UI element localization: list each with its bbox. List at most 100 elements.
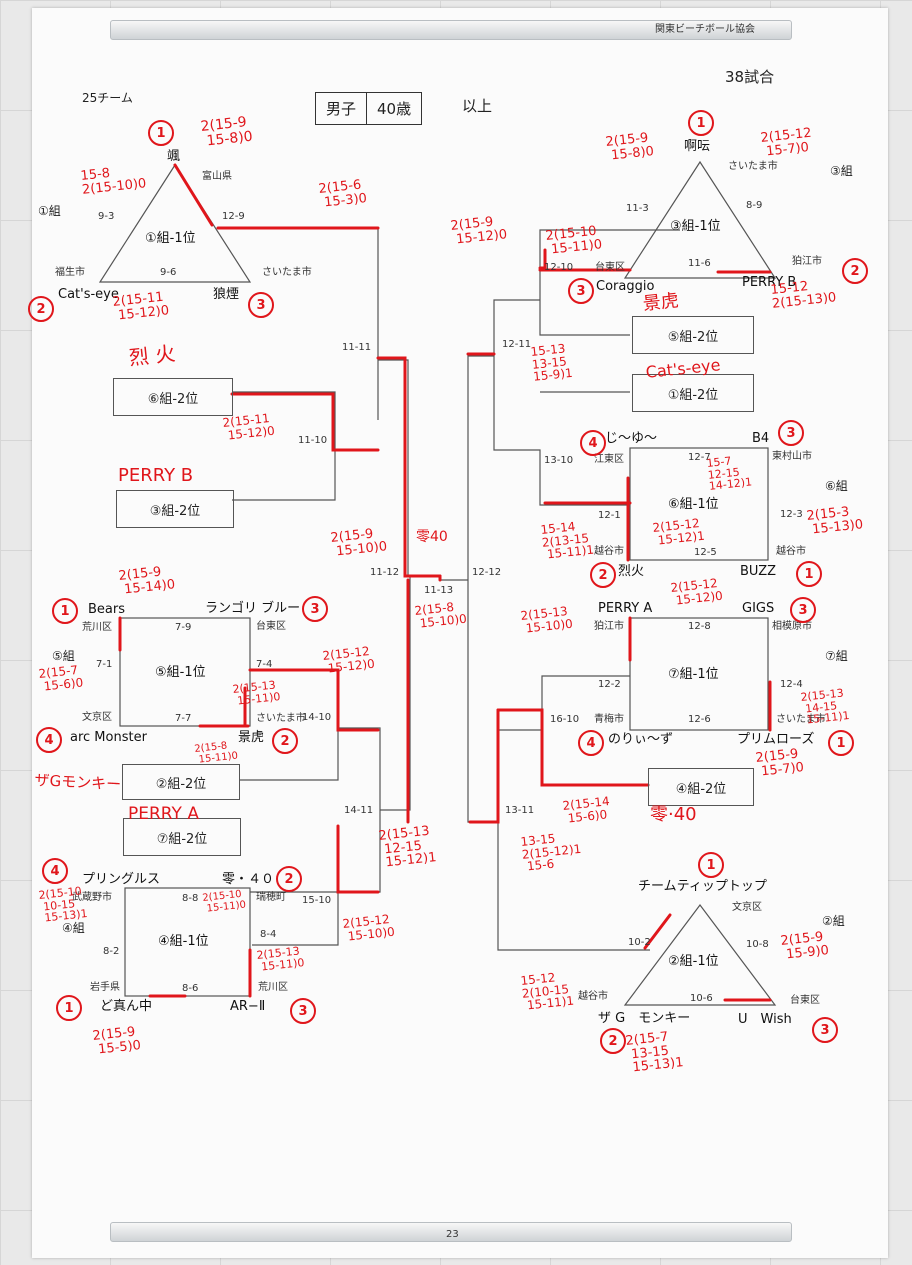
hw-score: 2(15-7 13-15 15-13)1 (624, 1029, 685, 1077)
g5-tl-city: 荒川区 (82, 622, 112, 633)
g4-tl-team: プリングルス (82, 872, 161, 887)
g1-left-city: 福生市 (55, 267, 85, 278)
gender-label: 男子 (316, 93, 368, 124)
g6-bl-team: 烈火 (618, 564, 645, 579)
match-id: 12-1 (598, 510, 621, 521)
g3-right-team: PERRY B (742, 275, 797, 290)
age-suffix: 以上 (462, 97, 493, 115)
rank-circle: 3 (790, 597, 816, 623)
group2-label: ②組 (822, 914, 845, 928)
rank-circle: 1 (148, 120, 174, 146)
match-id: 12-2 (598, 679, 621, 690)
g4-bl-team: ど真ん中 (100, 999, 153, 1014)
g2-left-team: ザ G モンキー (598, 1011, 691, 1026)
hw-score: 2(15-9 15-8)0 (604, 130, 655, 164)
group4-first-box: ④組-1位 (158, 934, 209, 949)
hw-team-rekka: 烈 火 (127, 341, 177, 370)
g3-left-team: Coraggio (596, 279, 655, 294)
rank-circle: 3 (778, 420, 804, 446)
group4-second-box: ④組-2位 (648, 768, 754, 806)
hw-score: 2(15-9 15-12)0 (449, 214, 508, 248)
hw-score: 2(15-7 15-6)0 (37, 662, 84, 694)
group3-second-box: ③組-2位 (116, 490, 234, 528)
g4-tr-team: 零・４０ (222, 872, 275, 887)
hw-team-perrya: PERRY A (128, 804, 199, 824)
hw-score: 2(15-3 15-13)0 (805, 504, 864, 538)
match-id: 7-1 (96, 659, 113, 670)
hw-score: 2(15-14 15-6)0 (561, 794, 611, 826)
match-id: 9-6 (160, 267, 177, 278)
rank-circle: 2 (842, 258, 868, 284)
match-id: 14-10 (302, 712, 332, 723)
hw-score: 13-15 2(15-12)1 15-6 (519, 831, 582, 874)
g7-tr-team: GIGS (742, 601, 775, 616)
rank-circle: 1 (56, 995, 82, 1021)
g3-right-city: 狛江市 (792, 256, 822, 267)
match-id: 12-4 (780, 679, 803, 690)
group6-label: ⑥組 (825, 479, 848, 493)
rank-circle: 4 (42, 858, 68, 884)
rank-circle: 1 (52, 598, 78, 624)
hw-score: 15-12 2(10-15 15-11)1 (519, 970, 575, 1013)
g5-br-city: さいたま市 (256, 713, 306, 724)
hw-score: 2(15-10 10-15 15-13)1 (37, 884, 89, 925)
match-id: 8-4 (260, 929, 277, 940)
match-id: 8-6 (182, 983, 199, 994)
hw-score: 2(15-13 15-11)0 (255, 944, 305, 974)
g1-right-city: さいたま市 (262, 267, 312, 278)
hw-score: 2(15-9 15-10)0 (329, 526, 388, 560)
match-id: 11-11 (342, 342, 372, 353)
group2-first-box: ②組-1位 (668, 954, 719, 969)
match-id: 14-11 (344, 805, 374, 816)
g4-tl-city: 武蔵野市 (72, 892, 112, 903)
g4-tr-city: 瑞穂町 (256, 892, 286, 903)
g5-br-team: 景虎 (238, 730, 265, 745)
g1-left-team: Cat's-eye (58, 287, 119, 302)
hw-score: 15-14 2(13-15 15-11)1 (539, 519, 595, 562)
hw-score: 2(15-10 15-11)0 (544, 223, 603, 258)
hw-score: 2(15-12 15-12)0 (669, 576, 724, 608)
g7-bl-team: のりぃ〜ず (608, 732, 674, 747)
group5-second-box: ⑤組-2位 (632, 316, 754, 354)
group5-first-box: ⑤組-1位 (155, 665, 206, 680)
g5-tr-city: 台東区 (256, 621, 286, 632)
match-id: 11-10 (298, 435, 328, 446)
g4-bl-city: 岩手県 (90, 982, 120, 993)
match-id: 12-3 (780, 509, 803, 520)
g1-top-team: 颯 (167, 149, 181, 164)
hw-score: 2(15-10 15-11)0 (201, 888, 247, 915)
match-id: 12-11 (502, 339, 532, 350)
rank-circle: 2 (276, 866, 302, 892)
match-id: 12-12 (472, 567, 502, 578)
g7-br-team: プリムローズ (737, 732, 815, 747)
match-id: 10-6 (690, 993, 713, 1004)
group1-second-box: ①組-2位 (632, 374, 754, 412)
g6-br-team: BUZZ (740, 564, 777, 579)
hw-score: 2(15-12 15-12)1 (651, 516, 706, 548)
hw-score: 15-13 13-15 15-9)1 (529, 341, 574, 384)
match-id: 12-5 (694, 547, 717, 558)
match-id: 13-11 (505, 805, 535, 816)
bottom-clip (110, 1222, 792, 1242)
rank-circle: 4 (36, 727, 62, 753)
age-label: 40歳 (377, 100, 412, 118)
rank-circle: 1 (828, 730, 854, 756)
g1-right-team: 狼煙 (213, 287, 240, 302)
g3-top-city: さいたま市 (728, 161, 778, 172)
rank-circle: 3 (568, 278, 594, 304)
g4-br-team: AR−Ⅱ (230, 999, 266, 1014)
match-id: 13-10 (544, 455, 574, 466)
hw-score: 2(15-8 15-10)0 (413, 599, 468, 631)
group3-first-box: ③組-1位 (670, 219, 721, 234)
match-id: 12-6 (688, 714, 711, 725)
category-header: 男子 40歳 (315, 92, 423, 125)
g7-br-city: さいたま市 (776, 714, 826, 725)
rank-circle: 1 (796, 561, 822, 587)
match-id: 12-8 (688, 621, 711, 632)
match-id: 15-10 (302, 895, 332, 906)
match-id: 8-9 (746, 200, 763, 211)
hw-score: 2(15-9 15-14)0 (117, 564, 176, 598)
hw-score: 2(15-13 14-15 15-11)1 (799, 686, 851, 727)
rank-circle: 4 (578, 730, 604, 756)
match-id: 10-2 (628, 937, 651, 948)
